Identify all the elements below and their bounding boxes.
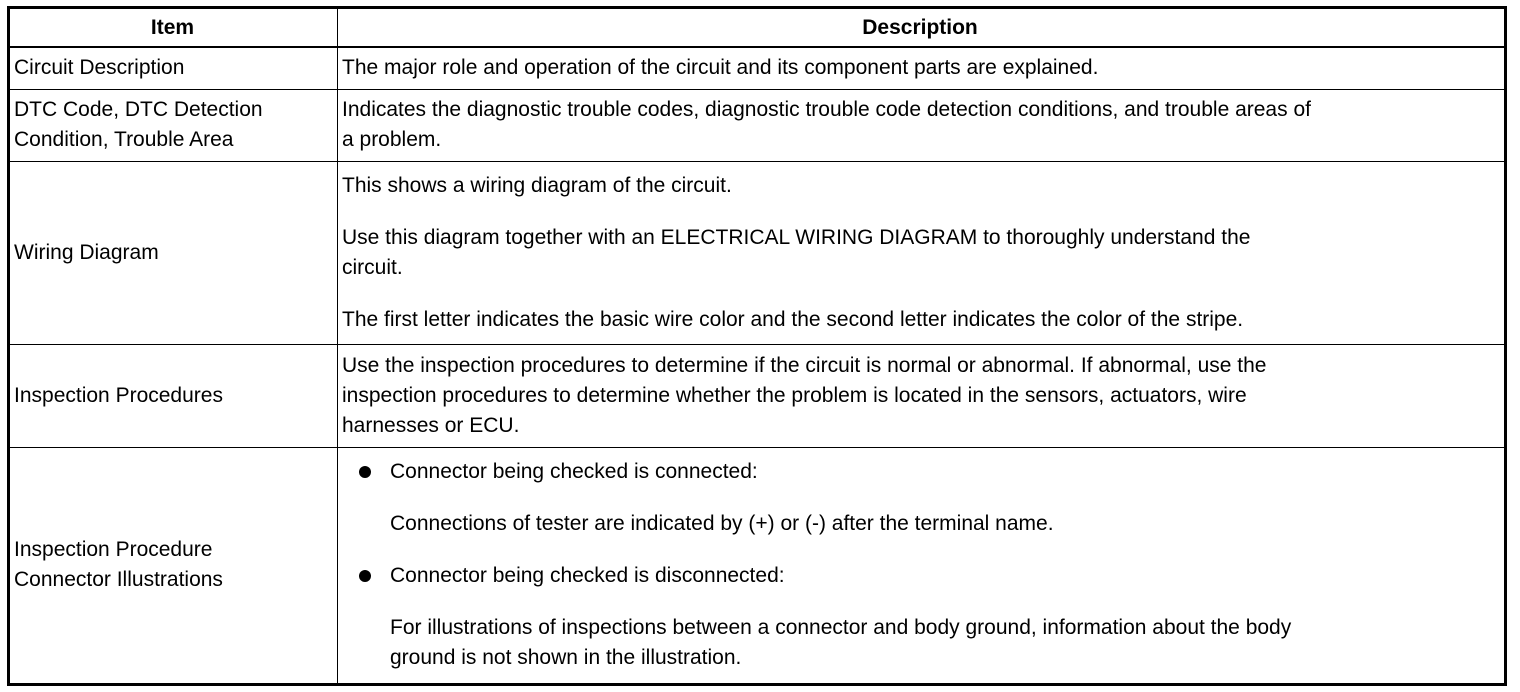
item-text-line: Condition, Trouble Area: [14, 128, 234, 151]
description-cell: This shows a wiring diagram of the circu…: [337, 160, 1506, 345]
bullet-note-line: For illustrations of inspections between…: [390, 616, 1292, 640]
table-row: DTC Code, DTC Detection Condition, Troub…: [8, 88, 1506, 162]
description-text-line: Indicates the diagnostic trouble codes, …: [342, 98, 1311, 121]
bullet-text: Connector being checked is connected:: [390, 460, 758, 484]
item-cell: Circuit Description: [8, 46, 338, 90]
item-cell: Inspection Procedures: [8, 343, 338, 448]
description-text-line: inspection procedures to determine wheth…: [342, 383, 1247, 407]
item-cell: Wiring Diagram: [8, 160, 338, 345]
description-cell: Use the inspection procedures to determi…: [337, 343, 1506, 448]
item-text-line: Inspection Procedure: [14, 538, 213, 562]
description-cell: Indicates the diagnostic trouble codes, …: [337, 88, 1506, 162]
description-text-line: Use the inspection procedures to determi…: [342, 353, 1267, 377]
bullet-item: Connector being checked is connected:: [342, 457, 1498, 487]
description-text-line: The first letter indicates the basic wir…: [342, 307, 1244, 331]
description-table: Item Description Circuit Description The…: [7, 6, 1507, 686]
description-cell: The major role and operation of the circ…: [337, 46, 1506, 90]
bullet-text: Connector being checked is disconnected:: [390, 564, 785, 588]
item-cell: DTC Code, DTC Detection Condition, Troub…: [8, 88, 338, 162]
item-text-line: DTC Code, DTC Detection: [14, 98, 263, 121]
table-row: Wiring Diagram This shows a wiring diagr…: [8, 160, 1506, 345]
table-row: Inspection Procedures Use the inspection…: [8, 343, 1506, 448]
bullet-icon: [359, 466, 371, 479]
header-description: Description: [337, 7, 1506, 48]
header-item: Item: [8, 7, 338, 48]
description-text-line: harnesses or ECU.: [342, 413, 520, 437]
bullet-icon: [359, 570, 371, 583]
table-row: Circuit Description The major role and o…: [8, 46, 1506, 90]
bullet-note-line: ground is not shown in the illustration.: [390, 646, 742, 670]
item-text-line: Connector Illustrations: [14, 568, 223, 592]
item-cell: Inspection Procedure Connector Illustrat…: [8, 446, 338, 685]
description-text-line: circuit.: [342, 255, 403, 279]
bullet-note: Connections of tester are indicated by (…: [390, 512, 1054, 536]
description-cell: Connector being checked is connected: Co…: [337, 446, 1506, 685]
description-text: The major role and operation of the circ…: [342, 56, 1099, 80]
header-row: Item Description: [8, 7, 1506, 48]
description-text-line: This shows a wiring diagram of the circu…: [342, 173, 732, 197]
description-text-line: a problem.: [342, 128, 442, 151]
description-text-line: Use this diagram together with an ELECTR…: [342, 225, 1251, 249]
table-row: Inspection Procedure Connector Illustrat…: [8, 446, 1506, 685]
bullet-item: Connector being checked is disconnected:: [342, 561, 1498, 591]
